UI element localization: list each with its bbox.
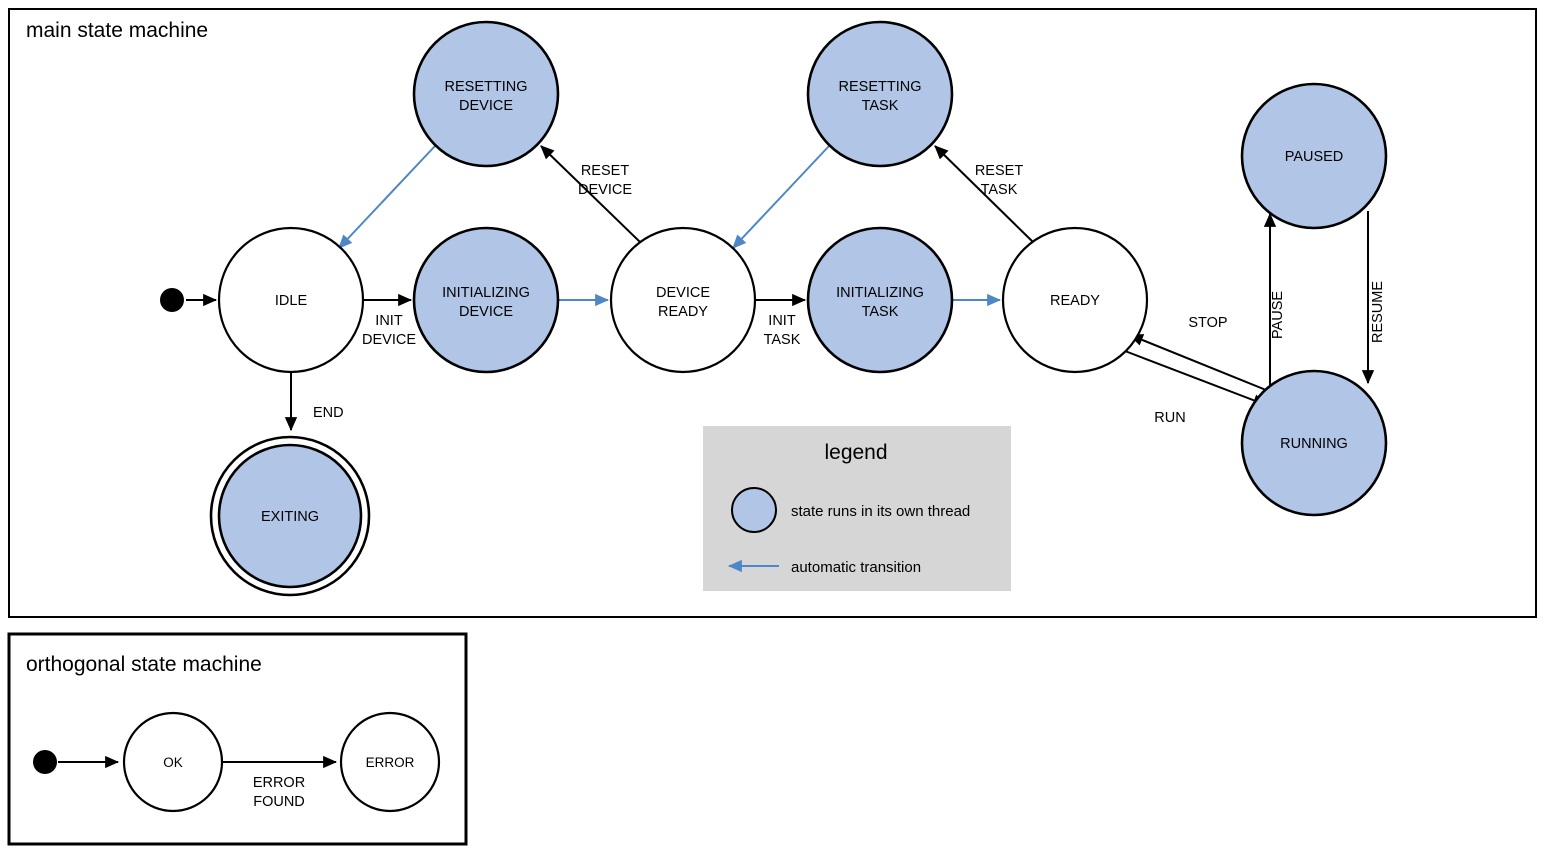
state-ok[interactable]: OK [122, 711, 224, 813]
state-error-label: ERROR [366, 755, 415, 770]
transition-auto-device-ready-2[interactable] [732, 145, 830, 249]
state-running[interactable]: RUNNING [1240, 369, 1388, 517]
state-resetting-task-label-line1: RESETTING [839, 79, 922, 95]
state-initializing-device-label-line1: INITIALIZING [442, 285, 530, 301]
transition-label-error-found-line2: FOUND [253, 794, 305, 810]
legend-thread-circle-icon [731, 487, 777, 533]
state-ready-label: READY [1050, 293, 1100, 309]
transition-reset-device[interactable] [540, 145, 641, 243]
transition-label-reset-device-line2: DEVICE [578, 182, 632, 198]
state-initializing-device-label-line2: DEVICE [459, 304, 513, 320]
transition-label-reset-task-line2: TASK [981, 182, 1018, 198]
state-resetting-device-label-line1: RESETTING [445, 79, 528, 95]
state-ready-shape [1001, 226, 1149, 374]
state-running-shape [1240, 369, 1388, 517]
legend-item-automatic-text: automatic transition [791, 559, 921, 576]
legend-title: legend [824, 441, 887, 464]
state-resetting-device[interactable]: RESETTING DEVICE [412, 20, 560, 168]
state-device-ready-label-line2: READY [658, 304, 708, 320]
state-paused[interactable]: PAUSED [1240, 82, 1388, 230]
state-initializing-task-label-line2: TASK [862, 304, 899, 320]
state-ready[interactable]: READY [1001, 226, 1149, 374]
transition-label-reset-task-line1: RESET [975, 163, 1023, 179]
state-initializing-task-label-line1: INITIALIZING [836, 285, 924, 301]
transition-run[interactable] [1124, 350, 1268, 407]
state-device-ready-shape [609, 226, 757, 374]
state-resetting-task[interactable]: RESETTING TASK [806, 20, 954, 168]
state-resetting-task-shape [806, 20, 954, 168]
transition-label-resume: RESUME [1370, 281, 1386, 343]
transitions-layer: INIT DEVICE RESET DEVICE INIT TASK RESET… [186, 145, 1386, 432]
state-device-ready[interactable]: DEVICE READY [609, 226, 757, 374]
state-exiting-label: EXITING [261, 509, 319, 525]
state-paused-label: PAUSED [1285, 149, 1344, 165]
state-initializing-device-shape [412, 226, 560, 374]
state-ok-label: OK [163, 755, 183, 770]
transition-auto-idle[interactable] [338, 145, 436, 249]
transition-label-init-task-line1: INIT [768, 313, 796, 329]
transition-reset-task[interactable] [934, 145, 1034, 243]
state-device-ready-label-line1: DEVICE [656, 285, 710, 301]
state-running-label: RUNNING [1280, 436, 1348, 452]
state-resetting-task-label-line2: TASK [862, 98, 899, 114]
transition-label-reset-device-line1: RESET [581, 163, 629, 179]
state-idle-label: IDLE [275, 293, 308, 309]
transition-label-end: END [313, 405, 344, 421]
state-initializing-device[interactable]: INITIALIZING DEVICE [412, 226, 560, 374]
initial-pseudostate-orthogonal [33, 750, 57, 774]
state-idle[interactable]: IDLE [217, 226, 365, 374]
orthogonal-frame-title: orthogonal state machine [26, 653, 262, 676]
state-initializing-task-shape [806, 226, 954, 374]
state-idle-shape [217, 226, 365, 374]
transition-label-init-task-line2: TASK [764, 332, 801, 348]
state-error[interactable]: ERROR [339, 711, 441, 813]
state-ok-shape [122, 711, 224, 813]
legend-item-thread-text: state runs in its own thread [791, 503, 970, 520]
transition-label-init-device-line2: DEVICE [362, 332, 416, 348]
transition-label-stop: STOP [1188, 315, 1227, 331]
transition-stop[interactable] [1128, 334, 1267, 391]
legend: legend state runs in its own thread auto… [703, 426, 1011, 591]
state-exiting[interactable]: EXITING [209, 435, 371, 597]
transition-label-error-found-line1: ERROR [253, 775, 305, 791]
transition-label-run: RUN [1154, 410, 1185, 426]
state-exiting-shape [217, 443, 363, 589]
state-resetting-device-shape [412, 20, 560, 168]
state-error-shape [339, 711, 441, 813]
orthogonal-state-machine-frame: orthogonal state machine ERROR FOUND OK … [7, 632, 468, 846]
initial-pseudostate-main [160, 288, 184, 312]
state-initializing-task[interactable]: INITIALIZING TASK [806, 226, 954, 374]
state-paused-shape [1240, 82, 1388, 230]
transition-label-pause: PAUSE [1270, 291, 1286, 339]
main-frame-title: main state machine [26, 19, 208, 42]
states-layer: IDLE RESETTING DEVICE INITIALIZING DEVIC… [160, 20, 1388, 597]
transition-label-init-device-line1: INIT [375, 313, 403, 329]
state-resetting-device-label-line2: DEVICE [459, 98, 513, 114]
